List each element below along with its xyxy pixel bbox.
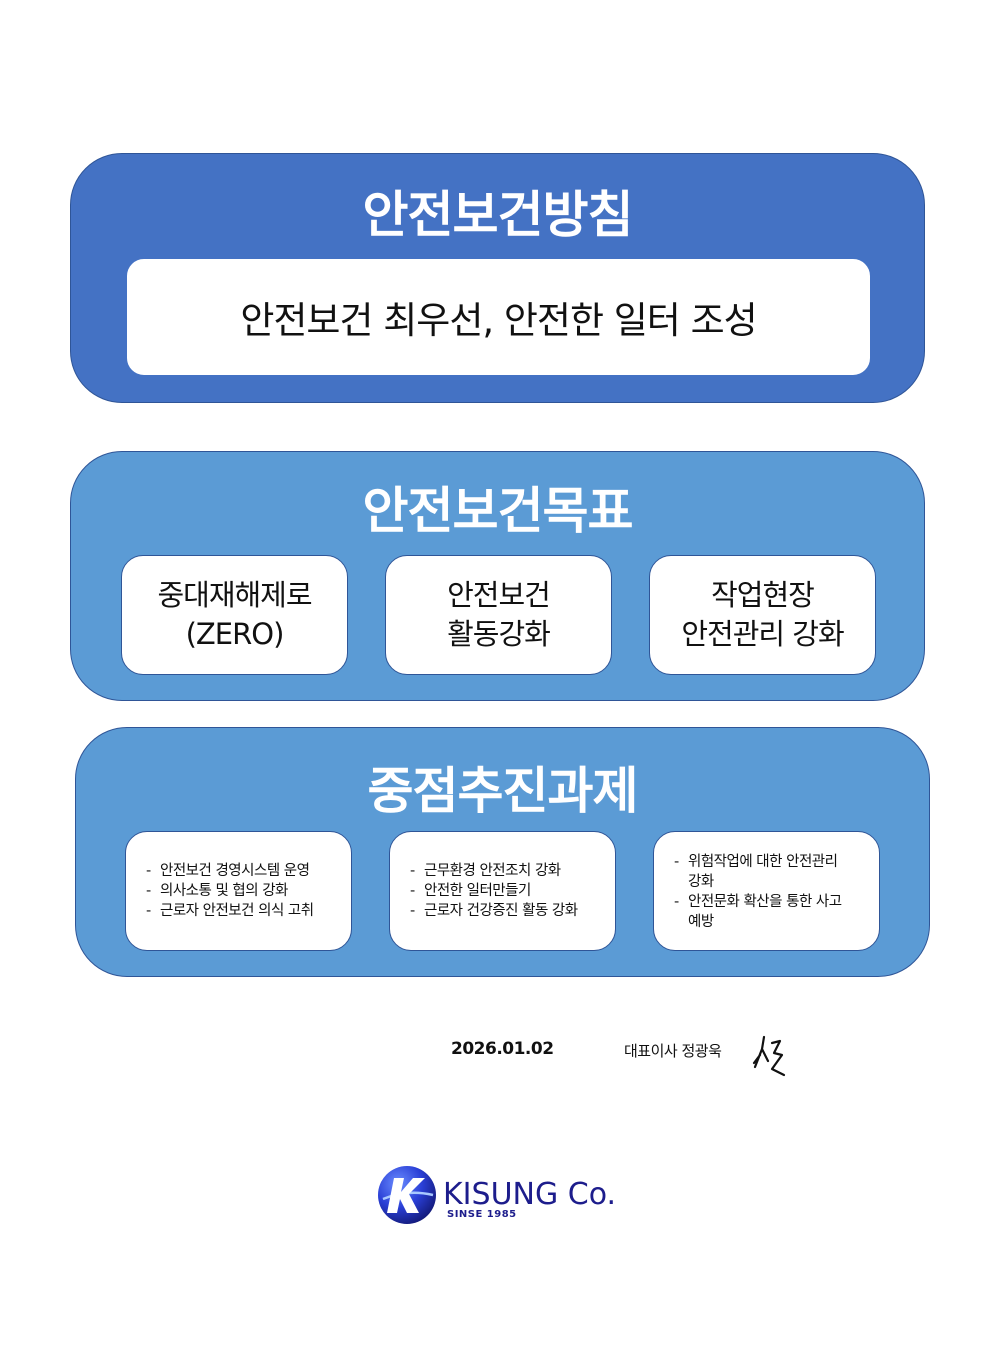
issue-date: 2026.01.02 xyxy=(451,1039,554,1059)
company-name: KISUNG Co. xyxy=(443,1177,617,1212)
goal-card: 안전보건 활동강화 xyxy=(385,555,612,675)
policy-statement-box: 안전보건 최우선, 안전한 일터 조성 xyxy=(126,258,871,376)
policy-title: 안전보건방침 xyxy=(362,186,634,244)
key-tasks-panel: 중점추진과제 안전보건 경영시스템 운영 의사소통 및 협의 강화 근로자 안전… xyxy=(75,727,930,977)
goals-title: 안전보건목표 xyxy=(362,482,634,540)
task-item: 안전보건 경영시스템 운영 xyxy=(146,861,314,881)
task-item: 안전한 일터만들기 xyxy=(410,881,578,901)
task-item: 근로자 안전보건 의식 고취 xyxy=(146,901,314,921)
signature-icon xyxy=(750,1033,792,1083)
task-card: 근무환경 안전조치 강화 안전한 일터만들기 근로자 건강증진 활동 강화 xyxy=(389,831,616,951)
task-list: 안전보건 경영시스템 운영 의사소통 및 협의 강화 근로자 안전보건 의식 고… xyxy=(146,861,314,921)
policy-statement: 안전보건 최우선, 안전한 일터 조성 xyxy=(240,299,757,342)
goal-card: 중대재해제로 (ZERO) xyxy=(121,555,348,675)
safety-policy-panel: 안전보건방침 안전보건 최우선, 안전한 일터 조성 xyxy=(70,153,925,403)
task-list: 위험작업에 대한 안전관리 강화 안전문화 확산을 통한 사고예방 xyxy=(674,852,844,932)
goal-card: 작업현장 안전관리 강화 xyxy=(649,555,876,675)
safety-goals-panel: 안전보건목표 중대재해제로 (ZERO) 안전보건 활동강화 작업현장 안전관리… xyxy=(70,451,925,701)
goal-label: 작업현장 안전관리 강화 xyxy=(681,577,844,651)
kisung-logo-icon xyxy=(377,1165,437,1229)
task-item: 의사소통 및 협의 강화 xyxy=(146,881,314,901)
task-card: 위험작업에 대한 안전관리 강화 안전문화 확산을 통한 사고예방 xyxy=(653,831,880,951)
task-item: 근로자 건강증진 활동 강화 xyxy=(410,901,578,921)
company-logo: KISUNG Co. SINSE 1985 xyxy=(377,1165,637,1225)
ceo-name: 대표이사 정광욱 xyxy=(624,1042,722,1060)
signature-row: 2026.01.02 대표이사 정광욱 xyxy=(0,1035,1000,1077)
tasks-title: 중점추진과제 xyxy=(367,762,639,820)
task-card: 안전보건 경영시스템 운영 의사소통 및 협의 강화 근로자 안전보건 의식 고… xyxy=(125,831,352,951)
task-item: 안전문화 확산을 통한 사고예방 xyxy=(674,892,844,932)
task-item: 위험작업에 대한 안전관리 강화 xyxy=(674,852,844,892)
goal-label: 안전보건 활동강화 xyxy=(447,577,551,651)
goal-label: 중대재해제로 (ZERO) xyxy=(157,577,312,651)
task-item: 근무환경 안전조치 강화 xyxy=(410,861,578,881)
task-list: 근무환경 안전조치 강화 안전한 일터만들기 근로자 건강증진 활동 강화 xyxy=(410,861,578,921)
company-tagline: SINSE 1985 xyxy=(447,1209,517,1220)
